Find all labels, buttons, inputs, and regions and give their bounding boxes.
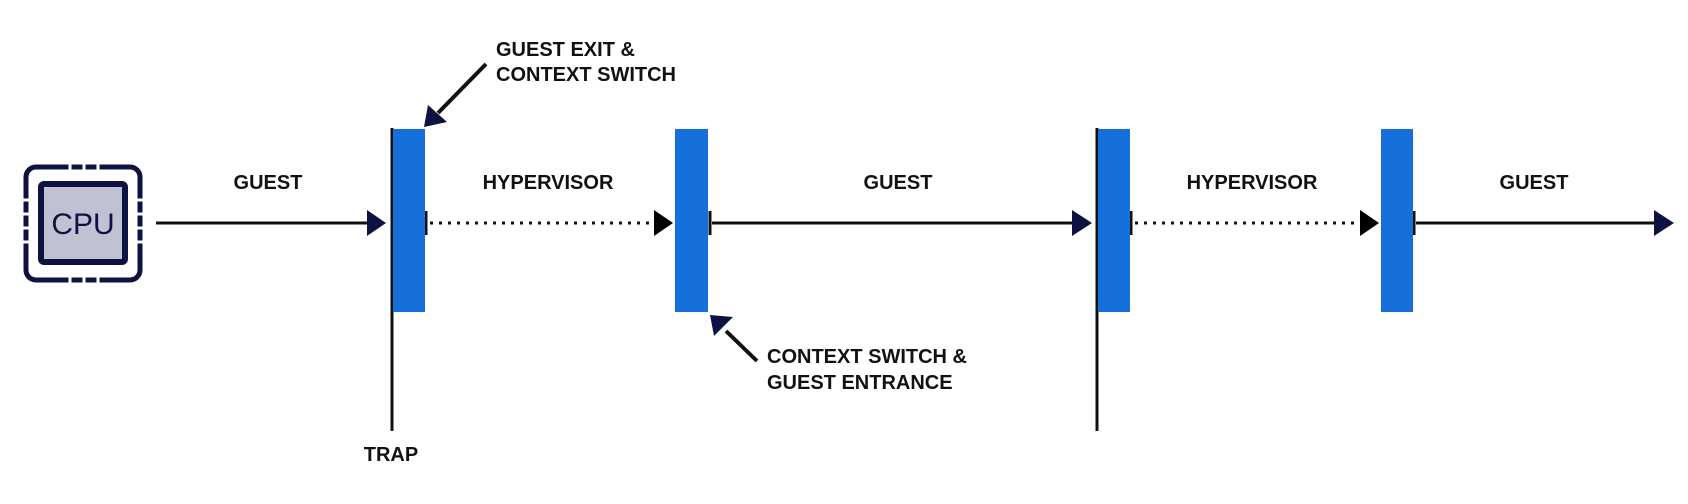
segment-label-guest-2: GUEST [864,172,933,194]
context-switch-bar-4 [1381,129,1413,312]
segment-label-hypervisor-2: HYPERVISOR [1187,172,1318,194]
segment-label-guest-1: GUEST [234,172,303,194]
segment-label-hypervisor-1: HYPERVISOR [483,172,614,194]
arrowhead-5 [1654,210,1674,236]
cpu-label: CPU [51,208,114,241]
exit-annotation-line-2: CONTEXT SWITCH [496,64,676,86]
arrowhead-4 [1360,210,1379,236]
entrance-annotation-line-2: GUEST ENTRANCE [767,372,953,394]
arrowhead-1 [367,210,386,236]
entrance-pointer-arrow [710,315,759,363]
trap-label: TRAP [364,444,418,466]
exit-pointer-arrow [424,62,488,127]
arrowhead-2 [654,210,673,236]
segment-label-guest-3: GUEST [1500,172,1569,194]
context-switch-bar-1 [393,129,425,312]
cpu-inner-die [38,181,128,265]
arrowhead-3 [1072,210,1092,236]
entrance-annotation-line-1: CONTEXT SWITCH & [767,346,967,368]
context-switch-bar-2 [675,129,708,312]
cpu-pins [22,163,144,284]
timeline [156,210,1674,236]
cpu-chip-icon: CPU [23,164,143,283]
exit-annotation-line-1: GUEST EXIT & [496,39,635,61]
context-switch-bar-3 [1098,129,1130,312]
